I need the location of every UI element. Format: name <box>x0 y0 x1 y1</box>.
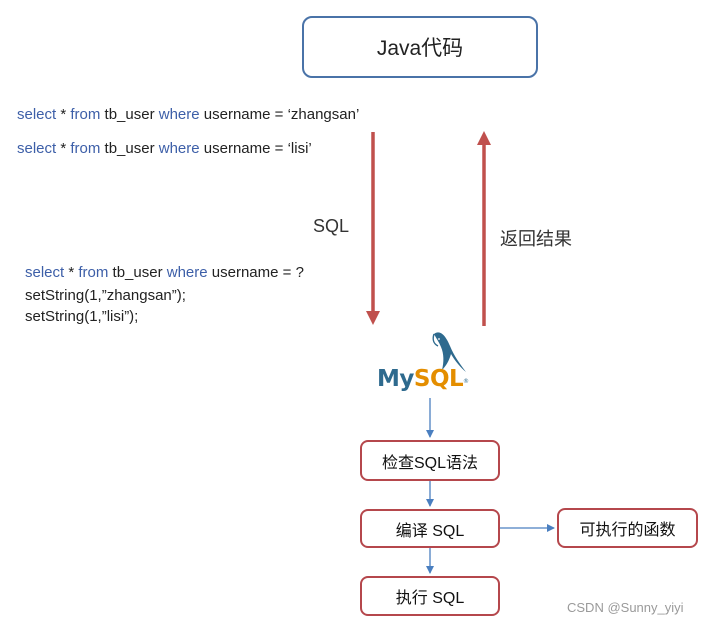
sql-text: username = ? <box>207 264 304 281</box>
sql-keyword: where <box>158 140 200 157</box>
executable-function-label: 可执行的函数 <box>579 522 676 539</box>
mysql-dolphin-icon <box>432 332 466 372</box>
sql-text: setString(1,”lisi”); <box>25 308 139 325</box>
sql-keyword: select <box>25 264 65 281</box>
sql-text: username = ‘zhangsan’ <box>199 106 360 123</box>
sql-text: setString(1,”zhangsan”); <box>25 287 186 304</box>
sql-keyword: from <box>78 264 109 281</box>
mysql-logo-my: My <box>377 366 414 392</box>
executable-function-box: 可执行的函数 <box>557 508 698 548</box>
mysql-registered-mark: ® <box>463 378 469 385</box>
return-result-label: 返回结果 <box>500 229 572 249</box>
java-code-label: Java代码 <box>376 37 464 60</box>
sql-text: * <box>64 264 79 281</box>
sql-text: tb_user <box>108 264 167 281</box>
sql-keyword: select <box>17 140 57 157</box>
sql-keyword: select <box>17 106 57 123</box>
execute-sql-label: 执行 SQL <box>395 590 465 607</box>
set-string-lisi: setString(1,”lisi”); <box>25 308 138 325</box>
csdn-watermark: CSDN @Sunny_yiyi <box>567 600 684 615</box>
check-sql-syntax-label: 检查SQL语法 <box>381 454 479 472</box>
sql-keyword: from <box>70 106 101 123</box>
compile-sql-box: 编译 SQL <box>360 509 500 548</box>
sql-keyword: where <box>158 106 200 123</box>
sql-statement-2: select * from tb_user where username = ‘… <box>17 140 312 157</box>
sql-keyword: where <box>166 264 208 281</box>
sql-text: tb_user <box>100 106 159 123</box>
prepared-sql-statement: select * from tb_user where username = ? <box>25 264 304 281</box>
mysql-logo: MySQL <box>377 366 464 392</box>
check-sql-syntax-box: 检查SQL语法 <box>360 440 500 481</box>
sql-text: * <box>56 106 71 123</box>
sql-keyword: from <box>70 140 101 157</box>
set-string-zhangsan: setString(1,”zhangsan”); <box>25 287 186 304</box>
sql-text: username = ‘lisi’ <box>199 140 312 157</box>
compile-sql-label: 编译 SQL <box>395 522 465 540</box>
java-code-box: Java代码 <box>302 16 538 78</box>
sql-statement-1: select * from tb_user where username = ‘… <box>17 106 359 123</box>
sql-text: tb_user <box>100 140 159 157</box>
execute-sql-box: 执行 SQL <box>360 576 500 616</box>
sql-text: * <box>56 140 71 157</box>
sql-arrow-label: SQL <box>313 216 350 236</box>
mysql-logo-sql: SQL <box>413 366 464 392</box>
